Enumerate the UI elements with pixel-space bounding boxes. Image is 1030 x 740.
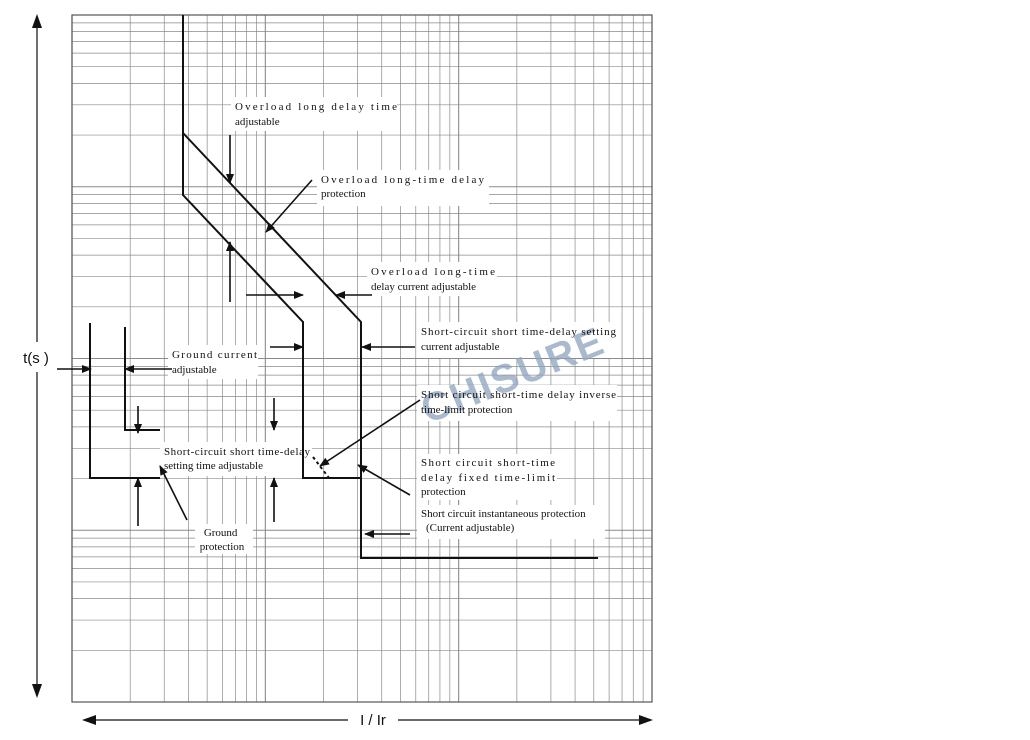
curve-ground-inner [124, 327, 160, 431]
annotation-arrows [57, 135, 421, 538]
label-sc-setting-current: Short-circuit short time-delay setting c… [421, 326, 620, 353]
x-axis-title: I / Ir [360, 712, 386, 729]
x-axis-arrow [82, 715, 653, 725]
label-backgrounds [160, 97, 617, 554]
label-sc-instantaneous: Short circuit instantaneous protection (… [421, 508, 588, 534]
grid-border [71, 14, 653, 703]
label-sc-inverse-time: Short circuit short-time delay inverse t… [421, 389, 620, 416]
y-axis-title: t(s ) [23, 350, 49, 367]
curve-inverse-dotted [312, 456, 330, 479]
label-ground-current: Ground current adjustable [172, 349, 261, 376]
y-axis-arrow [32, 14, 42, 698]
annotation-labels: Overload long delay time adjustable Over… [164, 101, 620, 553]
label-ground-protection: Ground protection [200, 527, 245, 553]
curve-overload-lower [182, 15, 361, 479]
label-sc-setting-time: Short-circuit short time-delay setting t… [164, 446, 313, 472]
